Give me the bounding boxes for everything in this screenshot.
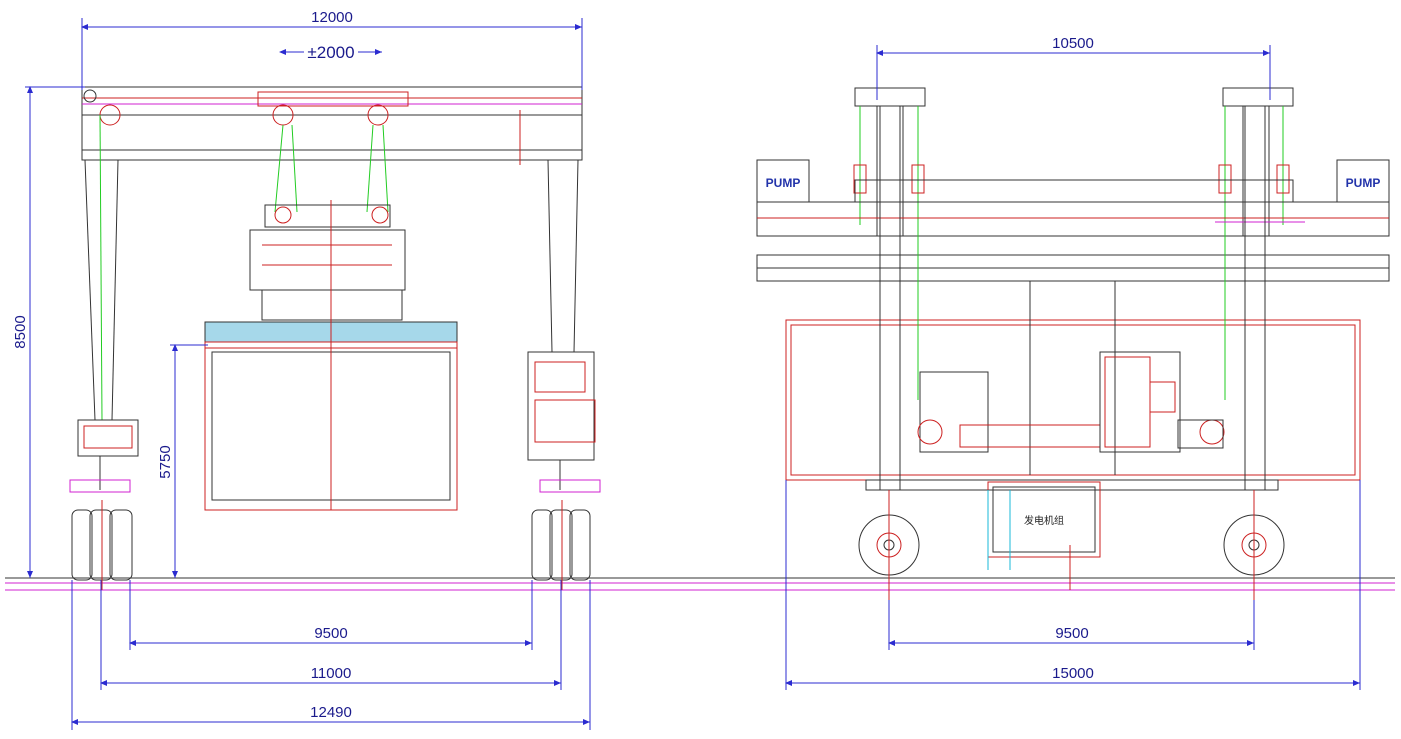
- front-hoist-towers: [853, 87, 1294, 237]
- front-frame: [785, 106, 1361, 491]
- pump-label-left: PUMP: [766, 176, 801, 190]
- ground-lines: [5, 577, 1395, 591]
- side-top-girder: [81, 86, 583, 165]
- dim-top-width: 12000: [311, 9, 353, 26]
- side-dimensions: [25, 18, 591, 730]
- side-left-leg: [69, 114, 139, 590]
- dim-wheel-track: 9500: [314, 625, 347, 642]
- dim-trolley-travel: ±2000: [307, 43, 354, 62]
- dim-overall-width: 12490: [310, 704, 352, 721]
- side-view: 12000 ±2000 8500 5750 9500 11000 12490: [12, 9, 601, 730]
- dim-top-span: 10500: [1052, 35, 1094, 52]
- front-equipment: [917, 351, 1225, 453]
- dim-height-total: 8500: [12, 315, 29, 348]
- dim-rail-span: 11000: [311, 665, 352, 682]
- pump-label-right: PUMP: [1346, 176, 1381, 190]
- front-view: PUMP PUMP: [756, 35, 1390, 690]
- generator-label: 发电机组: [1024, 514, 1064, 527]
- dim-wheel-base: 9500: [1055, 625, 1088, 642]
- side-right-leg: [527, 159, 601, 590]
- front-dimensions: [785, 45, 1361, 690]
- front-main-girder: [756, 179, 1390, 282]
- dim-load-height: 5750: [157, 445, 174, 478]
- front-wheels: [858, 490, 1285, 600]
- side-container: [204, 200, 458, 511]
- front-generator: [987, 481, 1101, 590]
- dim-overall-length: 15000: [1052, 665, 1094, 682]
